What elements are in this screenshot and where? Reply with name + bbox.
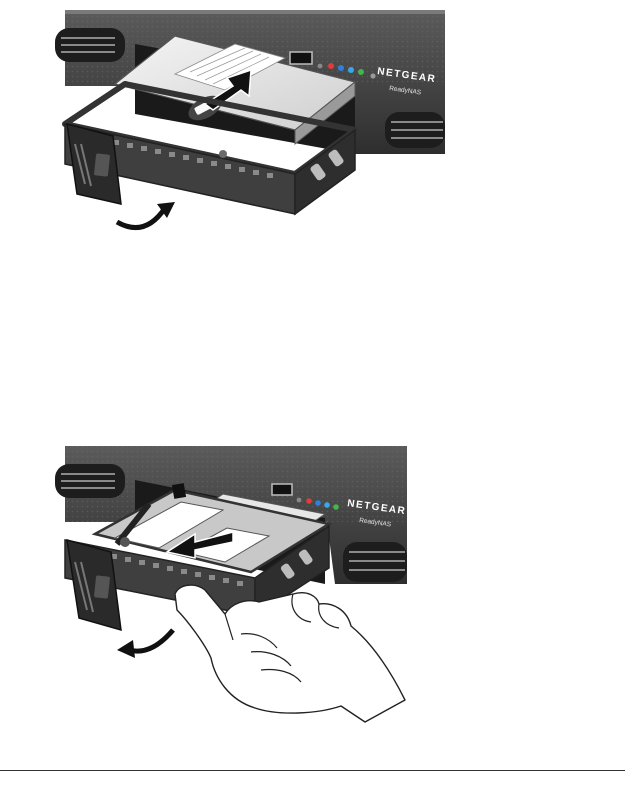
led-cyan [348, 67, 354, 73]
led-green [358, 69, 364, 75]
led-red [328, 63, 334, 69]
insert-drive-illustration: NETGEAR ReadyNAS [55, 10, 445, 231]
led-green [333, 504, 339, 510]
footer-rule [0, 770, 625, 771]
usb-port [289, 51, 313, 65]
right-vent-slot [385, 112, 445, 148]
left-vent-slot [55, 28, 125, 62]
led-blue [338, 65, 344, 71]
left-vent-slot [55, 464, 125, 498]
figure-insert-drive: NETGEAR ReadyNAS [55, 4, 445, 236]
right-vent-slot [343, 542, 407, 582]
led-blue [315, 500, 321, 506]
tray-handle [66, 538, 122, 632]
tray-handle [66, 122, 122, 205]
status-leds [296, 497, 339, 510]
status-leds [317, 63, 376, 79]
remove-drive-illustration: NETGEAR ReadyNAS [55, 446, 407, 723]
usb-port [271, 483, 293, 496]
model-label: ReadyNAS [359, 517, 392, 528]
close-handle-arrow [115, 202, 175, 231]
hand-illustration [174, 584, 406, 723]
figure-remove-drive: NETGEAR ReadyNAS [55, 444, 425, 736]
model-label: ReadyNAS [389, 85, 422, 96]
remove-arrow [165, 531, 234, 559]
power-button [370, 73, 376, 79]
led-cyan [324, 502, 330, 508]
open-handle-arrow [117, 628, 175, 658]
led-red [306, 498, 312, 504]
